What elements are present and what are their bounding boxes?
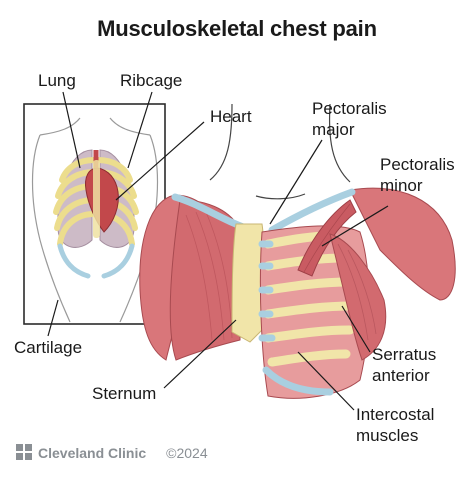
footer: Cleveland Clinic ©2024 [16,441,208,465]
intercostal-muscles-label-line1: Intercostal [356,405,435,424]
inset-sternum [93,160,100,238]
serratus-anterior-label-line2: anterior [372,366,430,385]
pectoralis-minor-label-line1: Pectoralis [380,155,455,174]
serratus-anterior-label-line1: Serratus [372,345,437,364]
heart-leader [115,121,205,201]
pectoralis-major-label-line1: Pectoralis [312,99,387,118]
page-title: Musculoskeletal chest pain [97,16,377,41]
sternum-bone [231,223,265,343]
sternum-label: Sternum [92,384,157,403]
footer-copyright: ©2024 [166,445,208,461]
serratus-anterior-label: Serratus anterior [372,344,436,386]
main-rib-cartilage [258,240,334,396]
serratus-anterior [329,233,387,361]
pectoralis-minor-label: Pectoralis minor [380,154,455,196]
heart-label: Heart [210,107,252,126]
lung-label: Lung [38,71,76,90]
pectoralis-major-label: Pectoralis major [312,98,387,140]
pectoralis-major-leader [269,139,323,225]
intercostal-muscles-label: Intercostal muscles [356,404,434,446]
lung-leader [62,91,81,169]
intercostal-leader [297,351,355,411]
ribcage-label: Ribcage [120,71,183,90]
leader-lines [47,91,389,411]
left-pectoralis-major [169,199,241,361]
cartilage-label: Cartilage [14,338,83,357]
right-deltoid [349,187,456,301]
footer-brand: Cleveland Clinic [38,445,147,461]
right-clavicle [268,188,356,234]
intercostal-muscles-label-line2: muscles [356,426,419,445]
pectoralis-minor-leader [321,205,389,247]
ribcage-leader [127,91,153,169]
pectoralis-major-label-line2: major [312,120,355,139]
cartilage-leader [47,299,59,337]
cleveland-clinic-logo-icon [16,444,32,460]
serratus-leader [341,305,371,353]
sternum-leader [163,319,237,389]
pectoralis-minor-label-line2: minor [380,176,423,195]
main-torso-outline [209,103,351,200]
inset-costal-cartilage [57,243,135,279]
